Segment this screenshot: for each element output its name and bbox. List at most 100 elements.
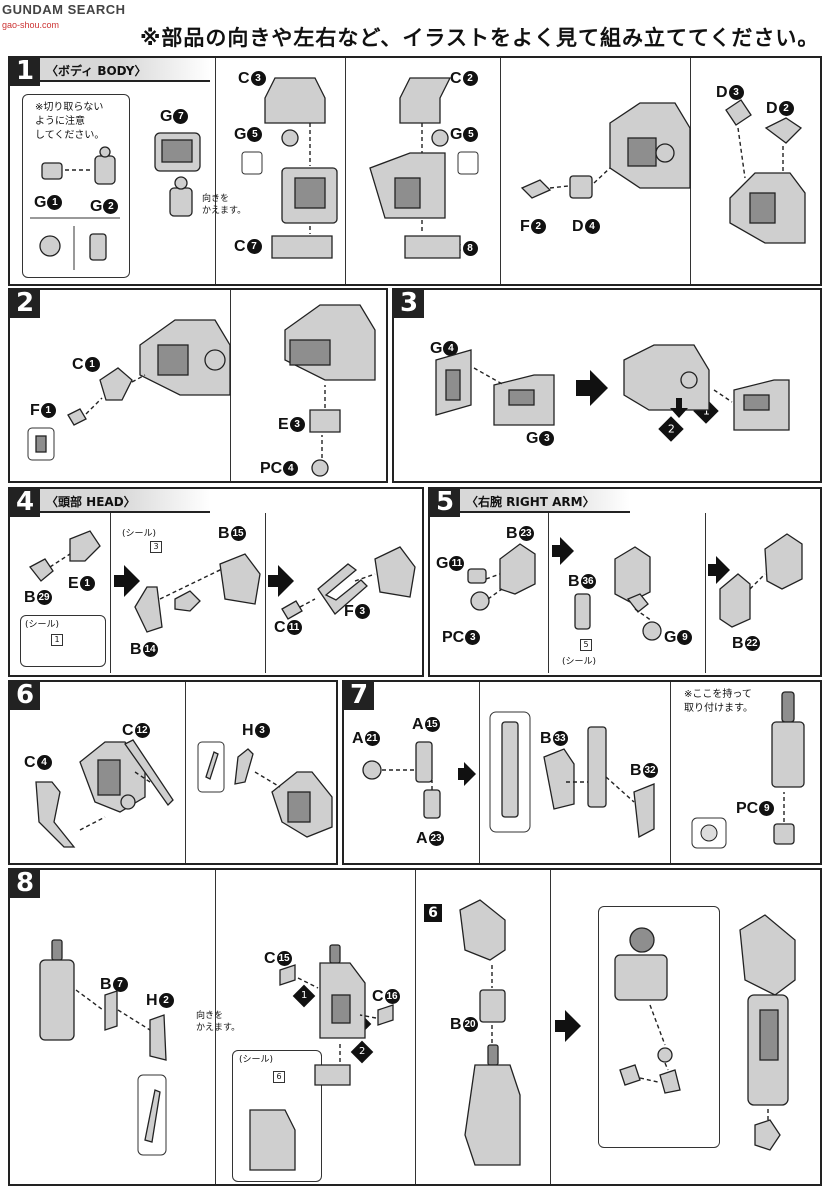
- step-8-panel: 8 向きを かえます。 B7 H2 C15 C16 C6 B20 A9 B21 …: [8, 868, 822, 1186]
- divider: [185, 682, 186, 863]
- step-8-illustration: [39, 899, 796, 1171]
- step-4-label: 〈頭部 HEAD〉: [46, 495, 136, 509]
- header-bar: [0, 0, 830, 56]
- hold-note: ※ここを持って 取り付けます。: [684, 689, 753, 714]
- divider: [415, 870, 416, 1184]
- step-6-number: 6: [10, 680, 40, 710]
- divider: [548, 513, 549, 673]
- step-7-number: 7: [344, 680, 374, 710]
- step-7-illustration: [362, 691, 805, 849]
- step-2-number: 2: [10, 288, 40, 318]
- step-4-illustration: [29, 530, 416, 633]
- step-3-panel: 3 G4 G3 1 2: [392, 288, 822, 483]
- step-3-number: 3: [394, 288, 424, 318]
- divider: [215, 58, 216, 284]
- step-4-labelbar: [10, 489, 210, 513]
- step-1-label: 〈ボディ BODY〉: [46, 64, 147, 78]
- divider: [550, 870, 551, 1184]
- seal-box: (シール) 1: [20, 615, 106, 667]
- step-1-illustration: [30, 77, 806, 270]
- page-footer: [0, 1188, 830, 1200]
- divider: [215, 870, 216, 1184]
- divider: [705, 513, 706, 673]
- turn-note: 向きを かえます。: [202, 194, 247, 216]
- instruction-banner: ※部品の向きや左右など、イラストをよく見て組み立ててください。: [140, 26, 820, 50]
- seal-label: (シール): [25, 620, 60, 630]
- step-4-number: 4: [10, 487, 40, 517]
- seal-number: 1: [51, 634, 63, 646]
- divider: [110, 513, 111, 673]
- divider: [265, 513, 266, 673]
- detail-box: [598, 906, 720, 1148]
- divider: [500, 58, 501, 284]
- seal-number: 3: [150, 541, 162, 553]
- step-1-number: 1: [10, 56, 40, 86]
- step-6-illustration: [35, 739, 333, 848]
- watermark-sub: gao-shou.com: [2, 20, 60, 30]
- step-5-number: 5: [430, 487, 460, 517]
- step-1-labelbar: [10, 58, 210, 82]
- divider: [670, 682, 671, 863]
- seal-number: 6: [273, 1071, 285, 1083]
- seal-label: (シール): [122, 529, 157, 539]
- watermark: GUNDAM SEARCH: [2, 2, 126, 17]
- seal-label: (シール): [239, 1055, 274, 1065]
- seal-label: (シール): [562, 657, 597, 667]
- step-2-illustration: [27, 304, 376, 477]
- step-5-label: 〈右腕 RIGHT ARM〉: [466, 495, 595, 509]
- step-8-number: 8: [10, 868, 40, 898]
- cut-note: ※切り取らない ように注意 してください。: [35, 102, 105, 141]
- seal-number: 5: [580, 639, 592, 651]
- ref-step-6: 6: [424, 904, 442, 922]
- step-3-illustration: [435, 344, 790, 431]
- step-5-illustration: [467, 533, 803, 641]
